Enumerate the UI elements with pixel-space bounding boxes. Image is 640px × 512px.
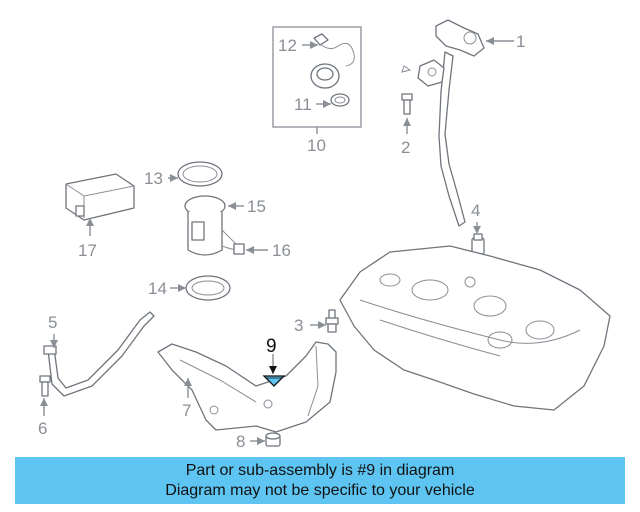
- callout-14: 14: [148, 279, 167, 298]
- callout-1: 1: [516, 32, 525, 51]
- part-17-control-module: [65, 173, 135, 221]
- part-4-valve: [471, 233, 485, 255]
- part-14-ring: [185, 275, 231, 301]
- part-6-bolt: [39, 375, 51, 397]
- part-9-highlighted: [262, 375, 286, 387]
- callout-11: 11: [294, 95, 312, 114]
- callout-10: 10: [307, 136, 326, 155]
- callout-9: 9: [266, 336, 277, 357]
- banner-line-1: Part or sub-assembly is #9 in diagram: [185, 462, 455, 479]
- callout-2: 2: [401, 138, 410, 157]
- callout-8: 8: [236, 432, 245, 451]
- leader-lines: [40, 37, 514, 445]
- part-8-nut: [265, 432, 281, 447]
- part-5-strap: [43, 311, 155, 397]
- callout-13: 13: [144, 169, 163, 188]
- callout-7: 7: [182, 401, 191, 420]
- fuel-tank: [339, 245, 611, 411]
- callout-4: 4: [471, 201, 480, 220]
- callout-6: 6: [38, 419, 47, 438]
- part-3-bolt: [325, 309, 339, 333]
- callout-15: 15: [247, 197, 266, 216]
- part-12-clip: [313, 33, 355, 67]
- part-7-heat-shield: [157, 341, 337, 433]
- callout-3: 3: [294, 316, 303, 335]
- callout-5: 5: [48, 313, 57, 332]
- parts-diagram: 1 2 3 4 5 6 7 8 9 10 11 12 13 14 15 16 1…: [38, 19, 611, 451]
- part-1-filler-neck: [401, 19, 485, 227]
- part-2-bolt: [401, 93, 413, 115]
- info-banner: Part or sub-assembly is #9 in diagram Di…: [15, 457, 625, 504]
- part-13-ring: [177, 161, 223, 187]
- banner-line-2: Diagram may not be specific to your vehi…: [165, 482, 475, 499]
- part-11-fuel-cap: [310, 63, 350, 107]
- part-15-fuel-pump: [184, 195, 241, 256]
- callout-16: 16: [272, 241, 291, 260]
- part-16-sensor: [221, 243, 245, 255]
- callout-17: 17: [78, 241, 97, 260]
- callout-12: 12: [278, 36, 297, 55]
